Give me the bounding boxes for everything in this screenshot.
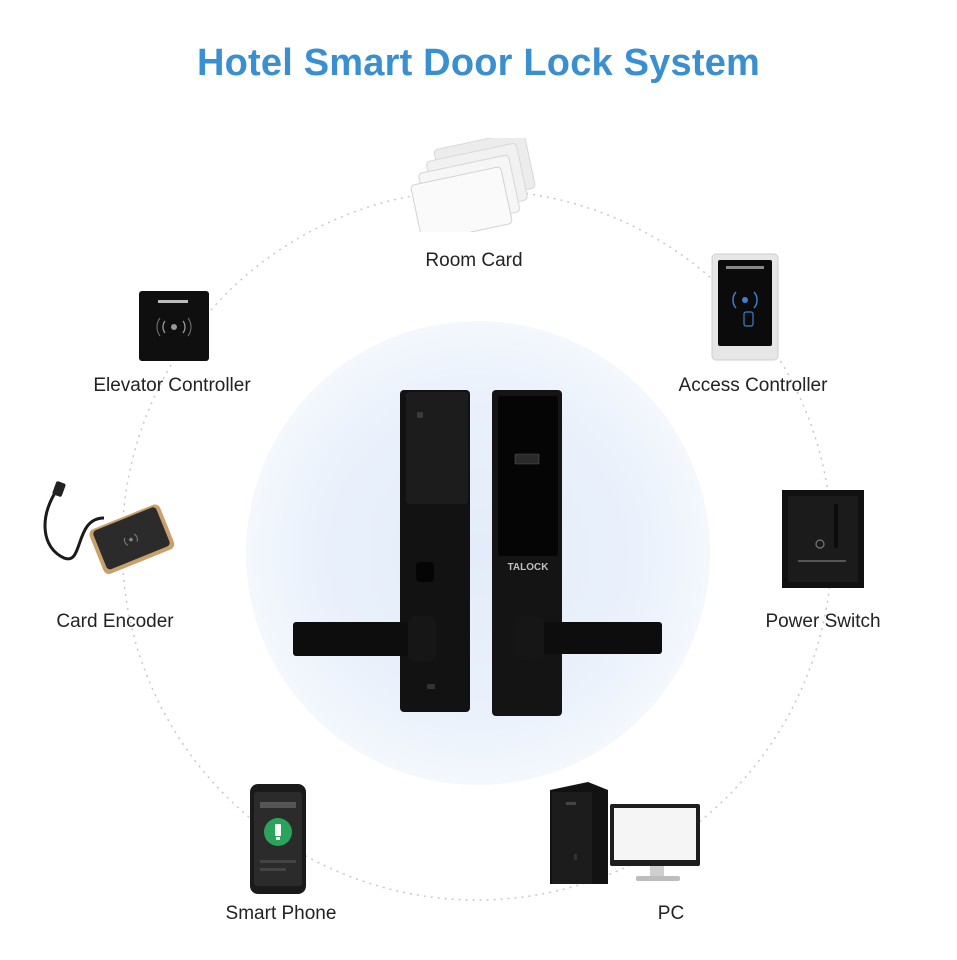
room-card-icon	[410, 138, 536, 232]
access-controller-icon	[711, 253, 779, 361]
room-card-label: Room Card	[425, 250, 523, 271]
card-encoder-icon	[43, 481, 175, 574]
elevator-controller-icon	[139, 291, 209, 361]
door-lock-icon: TALOCK	[293, 390, 662, 716]
diagram-title: Hotel Smart Door Lock System	[196, 42, 761, 84]
lock-brand-label: TALOCK	[508, 562, 550, 573]
pc-label: PC	[657, 903, 685, 924]
access-controller-label: Access Controller	[678, 375, 828, 396]
center-glow	[246, 321, 710, 785]
power-switch-icon	[782, 490, 864, 588]
pc-icon	[550, 782, 700, 884]
smart-phone-icon	[250, 784, 306, 894]
power-switch-label: Power Switch	[765, 611, 881, 632]
card-encoder-label: Card Encoder	[56, 611, 174, 632]
elevator-controller-label: Elevator Controller	[93, 375, 251, 396]
smart-phone-label: Smart Phone	[225, 903, 337, 924]
